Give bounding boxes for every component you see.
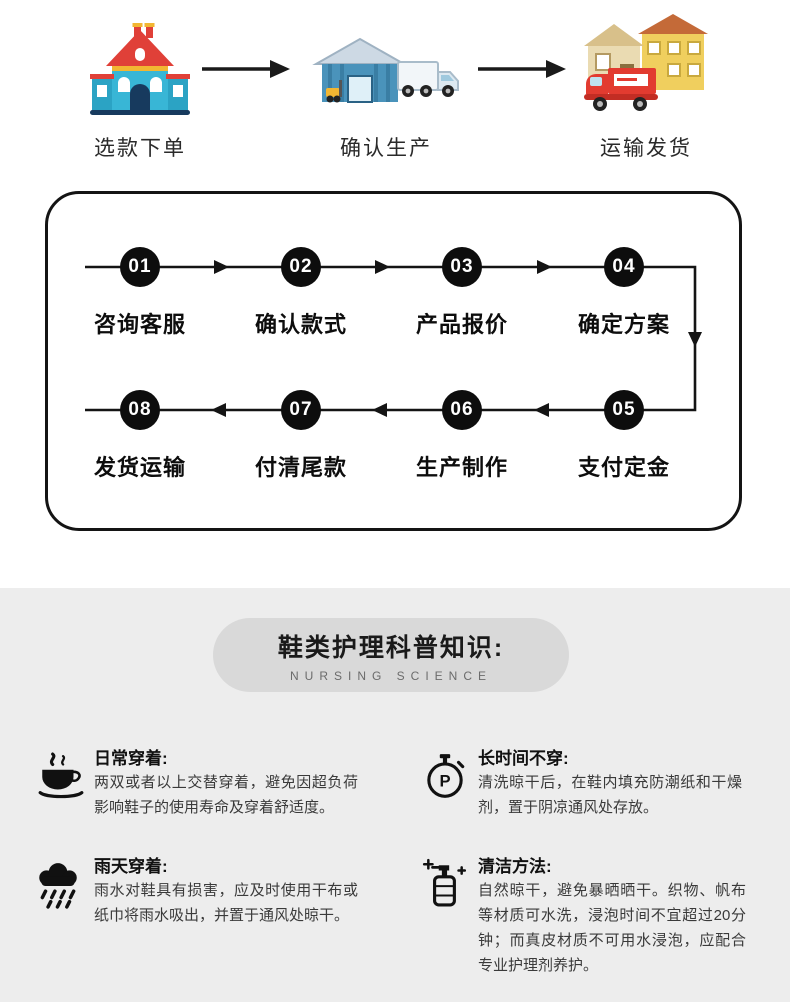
process-step-label: 确认生产 xyxy=(340,137,432,160)
flow-step-label: 产品报价 xyxy=(415,312,508,337)
cleaning-bottle-icon xyxy=(420,858,470,908)
care-item-body: 自然晾干，避免暴晒晒干。织物、帆布等材质可水洗，浸泡时间不宜超过20分钟；而真皮… xyxy=(478,882,746,974)
stopwatch-letter: P xyxy=(439,771,450,790)
arrow-right-icon xyxy=(202,56,290,82)
factory-truck-icon xyxy=(310,24,460,120)
care-title-pill: 鞋类护理科普知识: NURSING SCIENCE xyxy=(213,618,569,692)
delivery-truck-icon xyxy=(582,12,708,118)
flow-step-number: 03 xyxy=(442,247,482,287)
care-item-body: 两双或者以上交替穿着，避免因超负荷影响鞋子的使用寿命及穿着舒适度。 xyxy=(94,774,358,816)
coffee-cup-icon xyxy=(36,752,86,802)
care-item-title: 清洁方法: xyxy=(478,857,552,876)
house-icon xyxy=(88,20,192,118)
flow-step-label: 确定方案 xyxy=(577,312,670,337)
care-item-body: 清洗晾干后，在鞋内填充防潮纸和干燥剂，置于阴凉通风处存放。 xyxy=(478,774,742,816)
care-item-body: 雨水对鞋具有损害，应及时使用干布或纸巾将雨水吸出，并置于通风处晾干。 xyxy=(94,882,358,924)
arrow-right-icon xyxy=(478,56,566,82)
stopwatch-icon: P xyxy=(420,752,470,802)
care-title: 鞋类护理科普知识: xyxy=(277,633,505,662)
flow-step-label: 付清尾款 xyxy=(254,455,347,480)
care-item-title: 日常穿着: xyxy=(94,749,168,768)
flow-step-number: 05 xyxy=(604,390,644,430)
flow-step-label: 确认款式 xyxy=(254,312,347,337)
flow-step-label: 发货运输 xyxy=(93,455,186,480)
flow-step-label: 支付定金 xyxy=(577,455,670,480)
flow-step-number: 04 xyxy=(604,247,644,287)
flow-arrows xyxy=(85,260,702,417)
care-item-title: 长时间不穿: xyxy=(478,749,569,768)
process-step-label: 选款下单 xyxy=(94,137,186,160)
service-flow-section: 01 02 03 04 咨询客服 确认款式 产品报价 确定方案 08 07 06… xyxy=(45,191,742,531)
care-subtitle: NURSING SCIENCE xyxy=(289,668,492,683)
rain-cloud-icon xyxy=(33,860,83,910)
flow-step-number: 08 xyxy=(120,390,160,430)
flow-step-label: 生产制作 xyxy=(415,455,508,480)
flow-step-number: 01 xyxy=(120,247,160,287)
flow-step-label: 咨询客服 xyxy=(93,312,186,337)
flow-step-number: 07 xyxy=(281,390,321,430)
flow-step-number: 02 xyxy=(281,247,321,287)
care-item-title: 雨天穿着: xyxy=(94,857,168,876)
flow-step-number: 06 xyxy=(442,390,482,430)
care-knowledge-section: 鞋类护理科普知识: NURSING SCIENCE 日常穿着: 两双或者以上交替… xyxy=(0,588,790,1002)
process-step-label: 运输发货 xyxy=(600,137,692,160)
